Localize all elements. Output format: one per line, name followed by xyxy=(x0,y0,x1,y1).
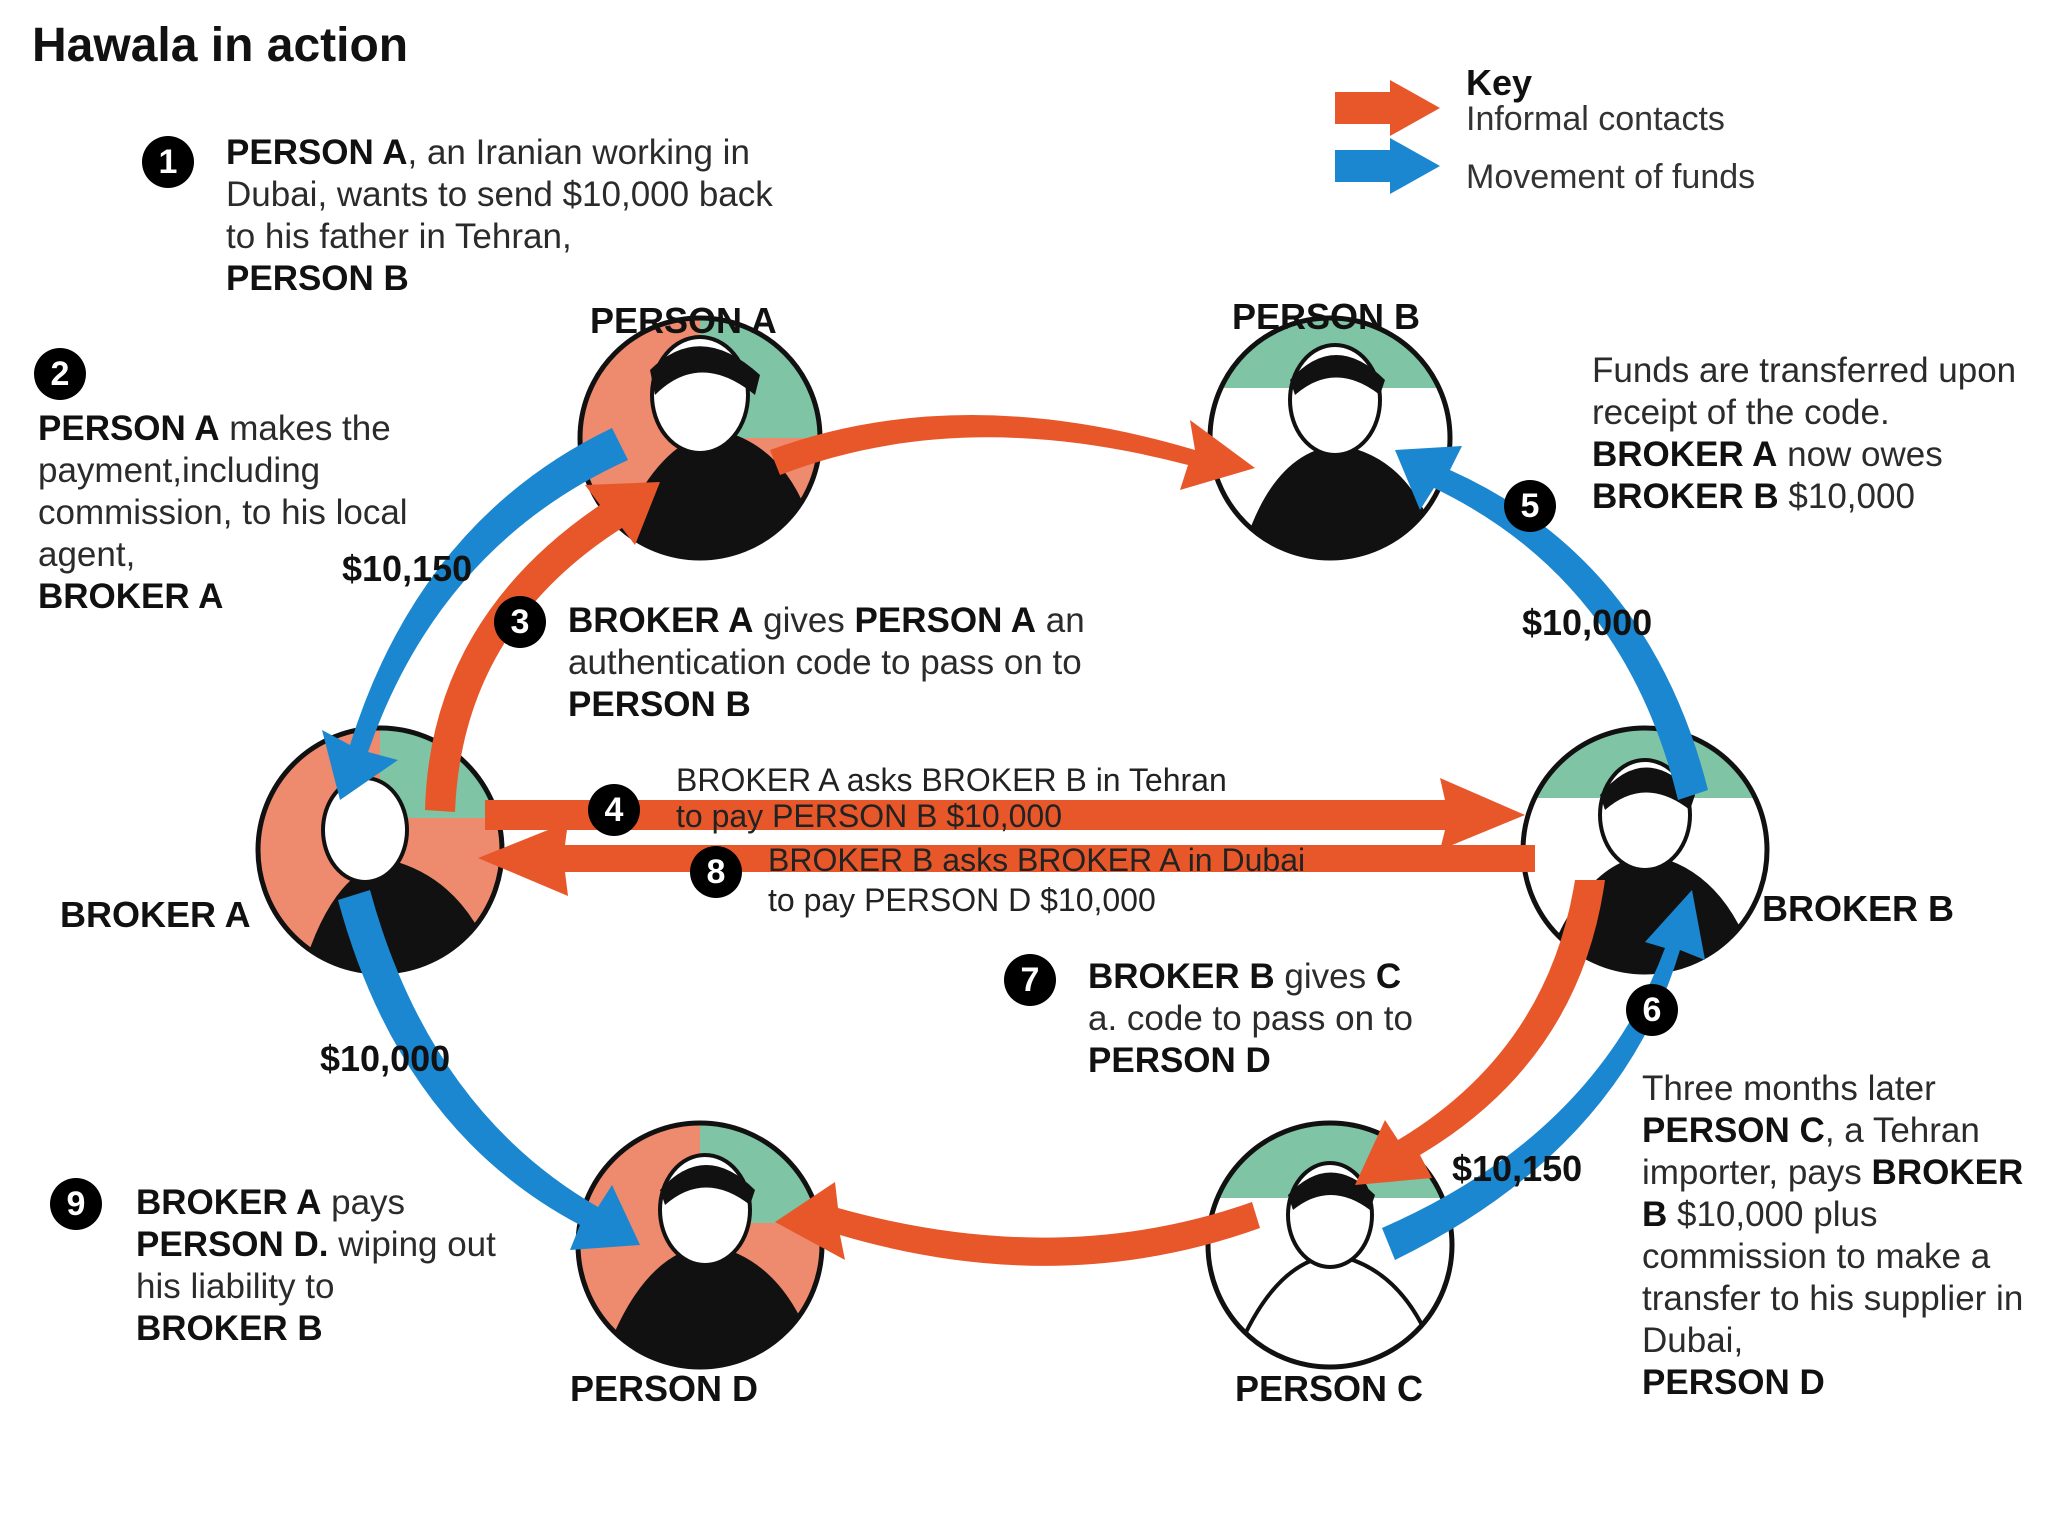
person-c-label: PERSON C xyxy=(1235,1368,1424,1409)
broker-b-label: BROKER B xyxy=(1762,888,1955,929)
arrow-broker-b-to-person-c xyxy=(1355,880,1605,1185)
arrow-broker-a-to-person-d xyxy=(338,890,640,1250)
step-3-text: BROKER A gives PERSON A an authenticatio… xyxy=(568,601,1085,724)
step-4-badge: 4 xyxy=(588,784,640,836)
key-informal-label: Informal contacts xyxy=(1466,100,1725,138)
step-5-text: Funds are transferred upon receipt of th… xyxy=(1592,351,2017,516)
step-7-badge: 7 xyxy=(1004,954,1056,1006)
step-5-badge: 5 xyxy=(1504,480,1556,532)
step-4-line1: BROKER A asks BROKER B in Tehran xyxy=(676,762,1227,798)
key-funds-arrow xyxy=(1335,138,1440,194)
amount-person-c-to-broker-b: $10,150 xyxy=(1452,1148,1583,1189)
step-1-text: PERSON A, an Iranian working in Dubai, w… xyxy=(226,133,773,298)
arrow-person-a-to-person-b xyxy=(770,415,1255,490)
step-2-badge: 2 xyxy=(34,348,86,400)
person-d-label: PERSON D xyxy=(570,1368,759,1409)
arrow-person-c-to-broker-b xyxy=(1382,890,1705,1260)
key-informal-arrow xyxy=(1335,80,1440,136)
arrow-person-a-to-broker-a xyxy=(322,428,628,800)
contact-arrows xyxy=(425,415,1605,1266)
step-2-text: PERSON A makes the payment,including com… xyxy=(38,409,408,616)
step-3-badge: 3 xyxy=(494,596,546,648)
step-8-line1: BROKER B asks BROKER A in Dubai xyxy=(768,842,1306,878)
person-a-label: PERSON A xyxy=(590,300,777,341)
arrow-broker-b-to-person-b xyxy=(1395,446,1708,800)
arrow-person-c-to-person-d xyxy=(775,1182,1260,1266)
step-9-badge: 9 xyxy=(50,1178,102,1230)
key-heading: Key xyxy=(1466,62,1533,103)
broker-a-label: BROKER A xyxy=(60,894,251,935)
step-1-badge: 1 xyxy=(142,136,194,188)
step-9-text: BROKER A pays PERSON D. wiping out his l… xyxy=(136,1183,496,1348)
step-6-badge: 6 xyxy=(1626,984,1678,1036)
amount-person-a-to-broker-a: $10,150 xyxy=(342,548,473,589)
arrow-broker-a-to-broker-b xyxy=(485,778,1525,850)
step-4-line2: to pay PERSON B $10,000 xyxy=(676,798,1062,834)
arrow-broker-b-to-broker-a xyxy=(478,822,1535,896)
arrow-broker-a-to-person-a xyxy=(425,482,660,812)
person-b-label: PERSON B xyxy=(1232,296,1421,337)
funds-arrows xyxy=(322,428,1708,1260)
diagram-title: Hawala in action xyxy=(32,19,409,72)
amount-broker-a-to-person-d: $10,000 xyxy=(320,1038,451,1079)
step-8-badge: 8 xyxy=(690,846,742,898)
step-8-line2: to pay PERSON D $10,000 xyxy=(768,882,1156,918)
key-funds-label: Movement of funds xyxy=(1466,158,1756,196)
amount-broker-b-to-person-b: $10,000 xyxy=(1522,602,1653,643)
